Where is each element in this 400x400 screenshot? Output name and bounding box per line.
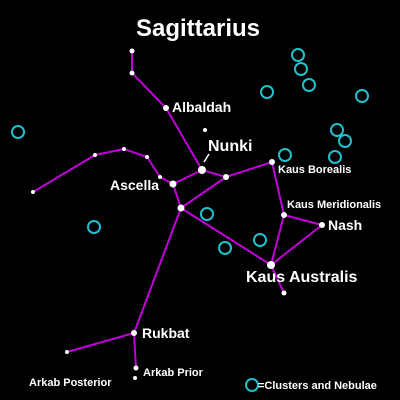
cluster-ring [294, 62, 308, 76]
cluster-ring [328, 150, 342, 164]
line-nunki-ascella [172, 169, 203, 185]
label-rukbat: Rukbat [142, 325, 190, 341]
cluster-ring [218, 241, 232, 255]
nunki-pointer [203, 153, 210, 163]
cluster-ring [87, 220, 101, 234]
line-rukbat-left [66, 332, 135, 353]
star-isolated [203, 128, 207, 132]
line-left-arm [32, 147, 174, 193]
label-nash: Nash [328, 217, 362, 233]
stars [31, 48, 325, 380]
star-nunki [198, 166, 206, 174]
cluster-ring [260, 85, 274, 99]
labels: Sagittarius Albaldah Nunki Ascella Kaus … [29, 15, 381, 389]
label-arkab-posterior: Arkab Posterior [29, 377, 112, 389]
star-left3 [122, 147, 126, 151]
star-kaus-meridionalis [281, 212, 287, 218]
star-rukbat-left [65, 350, 69, 354]
line-top-branch [131, 50, 203, 171]
label-albaldah: Albaldah [172, 99, 231, 115]
line-ascella-center [172, 183, 182, 209]
ring-icon [245, 378, 259, 392]
star-albaldah [163, 105, 169, 111]
cluster-ring [291, 48, 305, 62]
star-left5 [31, 190, 35, 194]
legend-label: =Clusters and Nebulae [258, 380, 377, 392]
star-top2 [129, 70, 135, 76]
star-arkab-prior [133, 365, 139, 371]
clusters-and-nebulae [11, 48, 369, 255]
label-kaus-borealis: Kaus Borealis [278, 164, 351, 176]
star-arkab-posterior [133, 376, 137, 380]
cluster-ring [200, 207, 214, 221]
cluster-ring [278, 148, 292, 162]
star-top [129, 48, 135, 54]
cluster-ring [253, 233, 267, 247]
star-kaus-australis [267, 261, 275, 269]
cluster-ring [302, 78, 316, 92]
label-kaus-meridionalis: Kaus Meridionalis [287, 199, 381, 211]
star-nash [319, 222, 325, 228]
line-kb-km [271, 161, 285, 216]
label-ascella: Ascella [110, 177, 159, 193]
cluster-ring [355, 89, 369, 103]
legend: =Clusters and Nebulae [245, 378, 377, 392]
cluster-ring [330, 123, 344, 137]
star-left1 [158, 175, 162, 179]
chart-title: Sagittarius [136, 15, 260, 42]
star-ascella [169, 180, 177, 188]
cluster-ring [11, 125, 25, 139]
line-km-ka [270, 214, 285, 266]
star-tail [281, 290, 287, 296]
label-kaus-australis: Kaus Australis [246, 269, 358, 286]
star-rukbat [131, 330, 137, 336]
star-left4 [93, 153, 97, 157]
line-kb-low [180, 176, 227, 209]
star-kb-low [223, 174, 229, 180]
star-left2 [145, 155, 149, 159]
star-kaus-borealis [269, 159, 275, 165]
label-arkab-prior: Arkab Prior [143, 367, 204, 379]
label-nunki: Nunki [208, 138, 252, 155]
star-center [177, 204, 185, 212]
cluster-ring [338, 134, 352, 148]
